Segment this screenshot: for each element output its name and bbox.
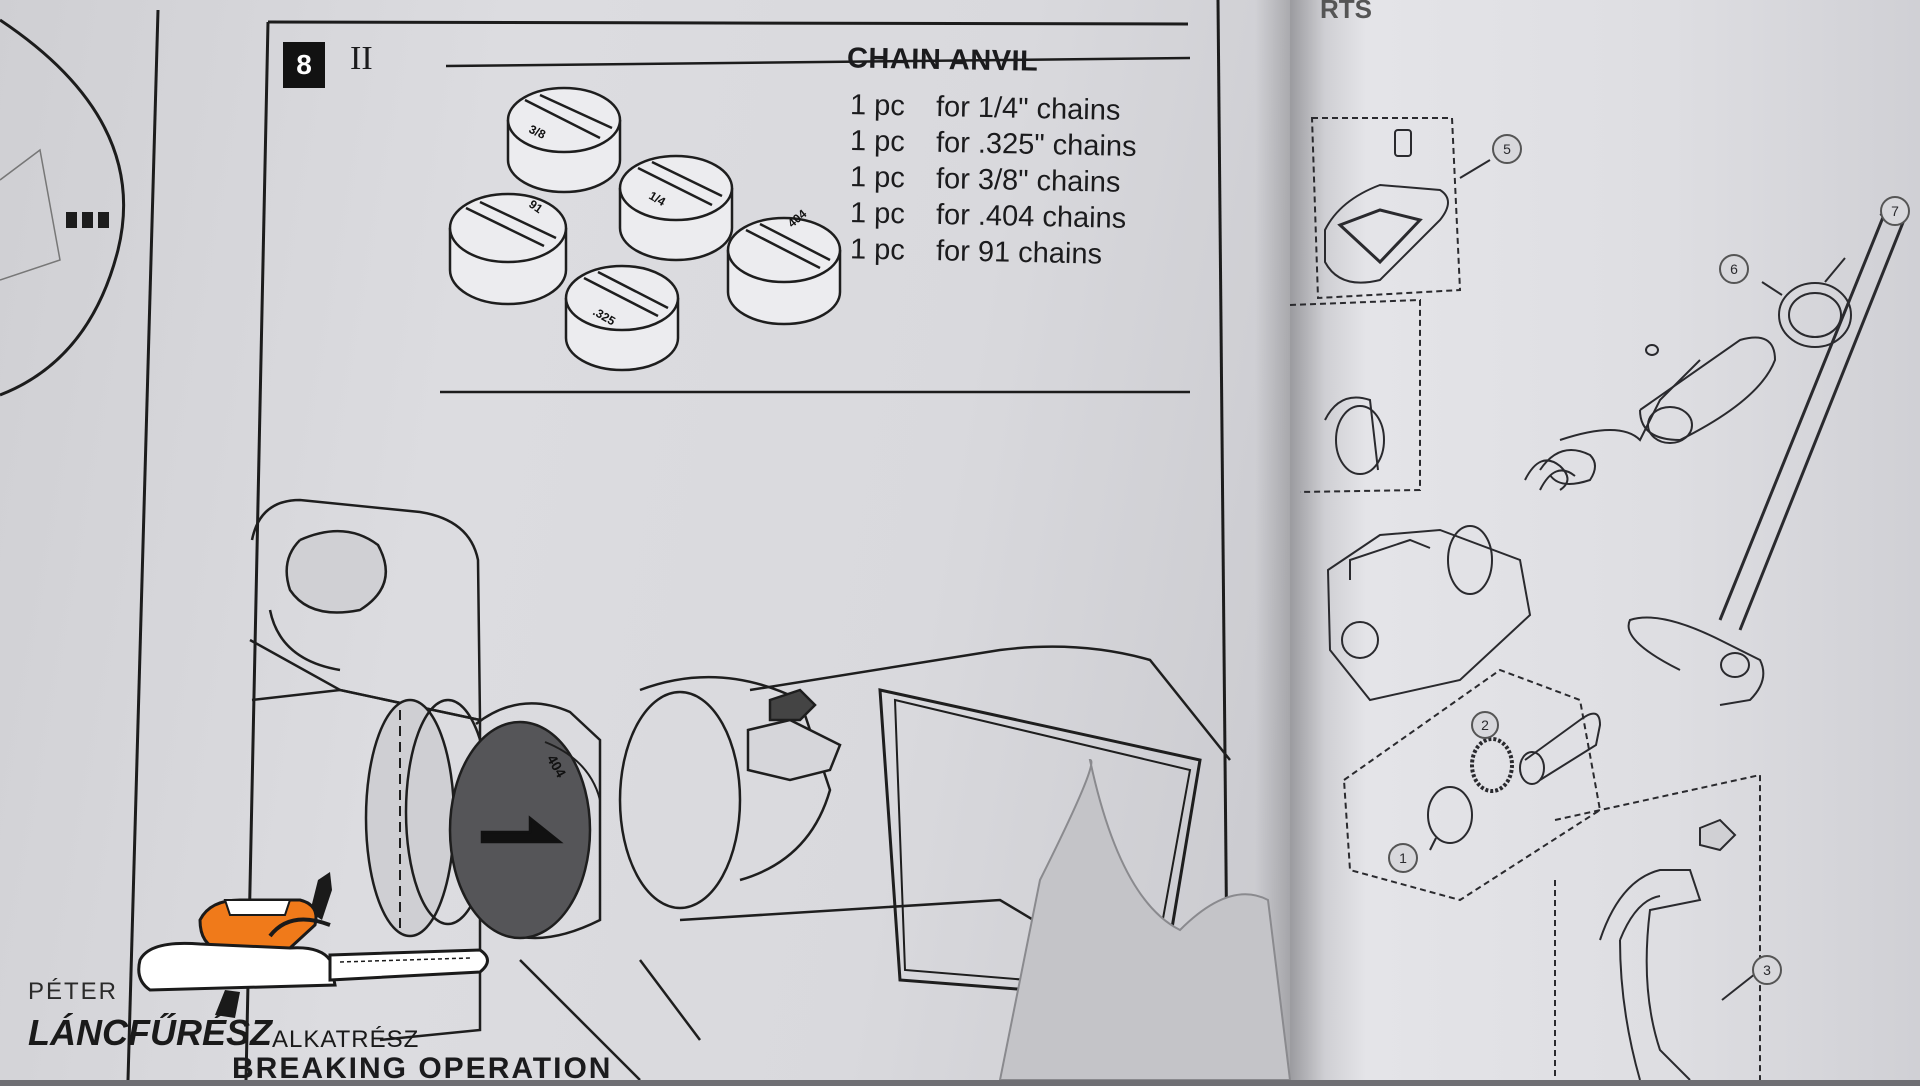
spec-qty: 1 pc bbox=[849, 125, 906, 159]
logo-line-sub: ALKATRÉSZ bbox=[272, 1026, 420, 1053]
anvil-puck-1-4 bbox=[618, 154, 734, 262]
step-number-badge: 8 bbox=[283, 42, 325, 88]
spec-qty: 1 pc bbox=[849, 161, 906, 195]
callout-2-label: 2 bbox=[1481, 717, 1489, 733]
anvil-puck-325 bbox=[564, 264, 680, 372]
torn-paper-flap bbox=[998, 758, 1292, 1080]
callout-6-label: 6 bbox=[1730, 261, 1738, 277]
spec-row: 1 pc for 3/8" chains bbox=[850, 161, 1121, 200]
spec-row: 1 pc for 1/4" chains bbox=[850, 89, 1121, 128]
anvil-puck-3-8 bbox=[506, 86, 622, 194]
callout-5-label: 5 bbox=[1503, 141, 1511, 157]
part-callouts: 5 7 6 2 1 3 bbox=[1388, 134, 1910, 985]
logo-line-peter: PÉTER bbox=[28, 978, 119, 1005]
spec-desc: for 3/8" chains bbox=[935, 162, 1121, 199]
spec-desc: for .404 chains bbox=[935, 198, 1127, 235]
callout-2: 2 bbox=[1471, 711, 1499, 739]
callout-1-label: 1 bbox=[1399, 850, 1407, 866]
previous-step-frame bbox=[0, 9, 160, 1080]
sharpener-assembly-illustration bbox=[249, 498, 1231, 1080]
spec-qty: 1 pc bbox=[849, 89, 906, 123]
callout-1: 1 bbox=[1388, 843, 1418, 873]
spec-row: 1 pc for .325" chains bbox=[850, 125, 1137, 164]
spec-row: 1 pc for 91 chains bbox=[850, 233, 1103, 271]
anvil-label-3-8: 3/8 bbox=[527, 122, 548, 142]
anvil-set-illustration bbox=[448, 86, 842, 372]
parts-exploded-diagram bbox=[1289, 117, 1910, 1080]
spec-qty: 1 pc bbox=[849, 197, 906, 231]
callout-3: 3 bbox=[1752, 955, 1782, 985]
chainsaw-logo-icon bbox=[137, 872, 489, 1018]
parts-section-tab: RTS bbox=[1320, 0, 1372, 24]
spec-qty: 1 pc bbox=[849, 233, 906, 267]
manual-right-page bbox=[1290, 0, 1920, 1080]
callout-7: 7 bbox=[1880, 196, 1910, 226]
step-roman-numeral: II bbox=[350, 40, 373, 77]
logo-line-main: LÁNCFŰRÉSZ bbox=[28, 1012, 272, 1053]
spec-desc: for 91 chains bbox=[935, 235, 1103, 271]
callout-7-label: 7 bbox=[1891, 203, 1899, 219]
callout-3-label: 3 bbox=[1763, 962, 1771, 978]
bottom-section-heading: BREAKING OPERATION bbox=[232, 1052, 613, 1085]
anvil-puck-404 bbox=[726, 216, 842, 326]
anvil-puck-91 bbox=[448, 192, 568, 306]
spec-desc: for 1/4" chains bbox=[935, 90, 1121, 127]
callout-6: 6 bbox=[1719, 254, 1749, 284]
callout-5: 5 bbox=[1492, 134, 1522, 164]
chain-anvil-title: CHAIN ANVIL bbox=[846, 42, 1039, 78]
spec-desc: for .325" chains bbox=[935, 126, 1137, 163]
spec-row: 1 pc for .404 chains bbox=[850, 197, 1127, 236]
